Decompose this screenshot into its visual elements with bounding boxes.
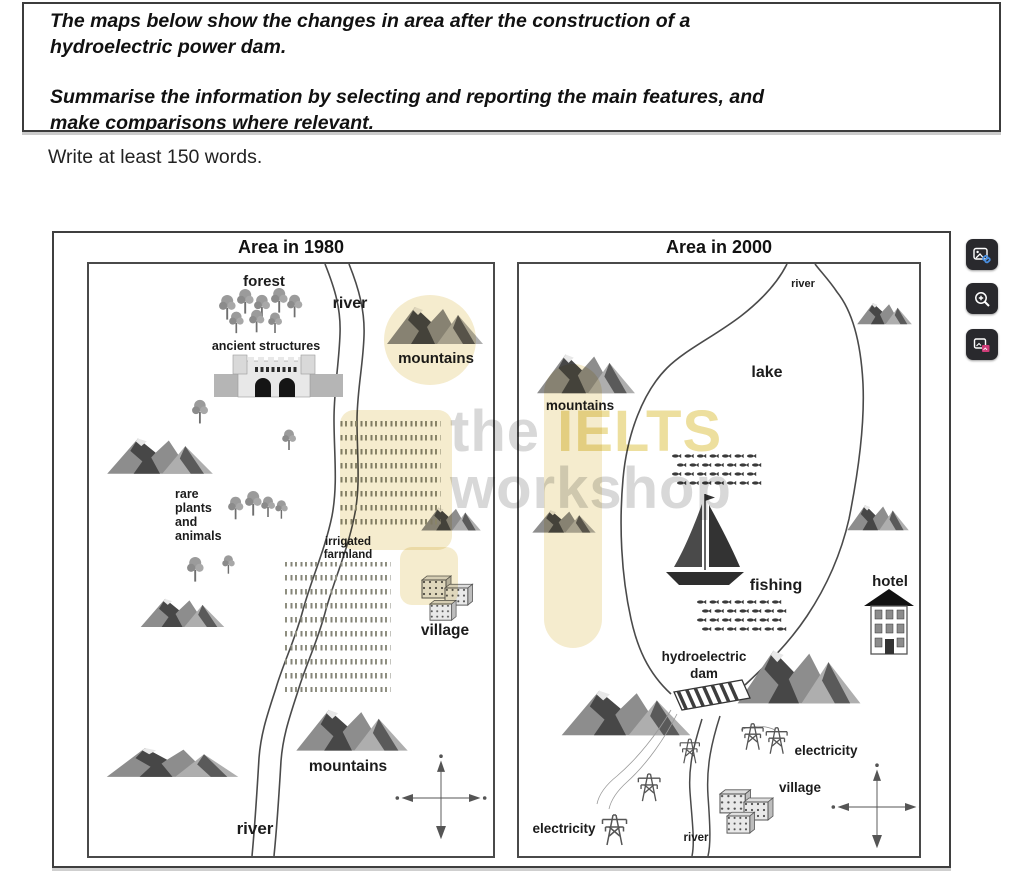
map-2000-title: Area in 2000	[665, 237, 773, 257]
task-instructions-box: The maps below show the changes in area …	[22, 2, 1001, 132]
village-icon	[421, 575, 474, 621]
label-mountains-ne: mountains	[398, 350, 474, 367]
task-prompt-1: The maps below show the changes in area …	[50, 10, 691, 58]
river-line	[688, 715, 721, 856]
map-2000-panel: Area in 2000	[517, 237, 921, 858]
zoom-image-button[interactable]	[966, 283, 998, 314]
mountains-icon	[532, 303, 912, 736]
map-2000-canvas: river lake mountains fishing hotel hydro…	[517, 262, 921, 858]
dam-icon	[673, 679, 751, 711]
svg-text:irrigated: irrigated	[325, 536, 371, 548]
ancient-structures-icon	[214, 354, 343, 398]
svg-text:rare: rare	[175, 487, 199, 501]
svg-text:animals: animals	[175, 529, 222, 543]
lake-outline	[620, 264, 865, 695]
svg-text:dam: dam	[690, 666, 718, 681]
label-hotel: hotel	[872, 573, 908, 590]
image-overlay-button[interactable]	[966, 329, 998, 360]
label-river-top: river	[333, 295, 368, 312]
sailboat-icon	[666, 494, 744, 585]
label-electricity-sw: electricity	[532, 821, 596, 836]
label-electricity-e: electricity	[794, 743, 858, 758]
picture-overlay-icon	[973, 337, 990, 352]
tree-icons	[186, 398, 297, 583]
compass-icon	[831, 763, 919, 848]
label-ancient-structures: ancient structures	[212, 339, 320, 353]
map-1980-title: Area in 1980	[237, 237, 345, 257]
label-mountains-w: mountains	[546, 398, 614, 413]
label-river-bottom: river	[237, 819, 274, 838]
svg-text:and: and	[175, 515, 197, 529]
label-village: village	[421, 622, 470, 639]
map-1980-canvas: forest river ancient structures mountain…	[87, 262, 495, 858]
label-forest: forest	[243, 273, 285, 290]
compass-icon	[395, 754, 487, 839]
svg-text:plants: plants	[175, 501, 212, 515]
label-irrigated-farmland: irrigated farmland	[324, 536, 373, 561]
label-mountains-s: mountains	[309, 758, 387, 775]
village-icon	[719, 789, 774, 834]
label-lake: lake	[751, 364, 782, 381]
forest-icon	[218, 287, 304, 334]
label-river-top: river	[791, 278, 816, 290]
maps-figure: Area in 1980	[52, 231, 951, 868]
zoom-in-icon	[975, 291, 990, 307]
label-fishing: fishing	[750, 577, 802, 594]
svg-text:farmland: farmland	[324, 549, 373, 561]
label-rare-plants: rare plants and animals	[175, 487, 222, 543]
hotel-icon	[864, 589, 914, 655]
word-count-note: Write at least 150 words.	[48, 146, 263, 168]
label-river-bottom: river	[684, 832, 709, 844]
label-village: village	[779, 780, 822, 795]
image-link-icon	[973, 247, 991, 263]
svg-text:hydroelectric: hydroelectric	[662, 649, 747, 664]
open-image-link-button[interactable]	[966, 239, 998, 270]
label-hydroelectric-dam: hydroelectric dam	[662, 649, 747, 681]
electricity-pylon-icon	[596, 709, 788, 846]
map-1980-panel: Area in 1980	[87, 237, 495, 858]
task-prompt-2: Summarise the information by selecting a…	[50, 86, 765, 132]
